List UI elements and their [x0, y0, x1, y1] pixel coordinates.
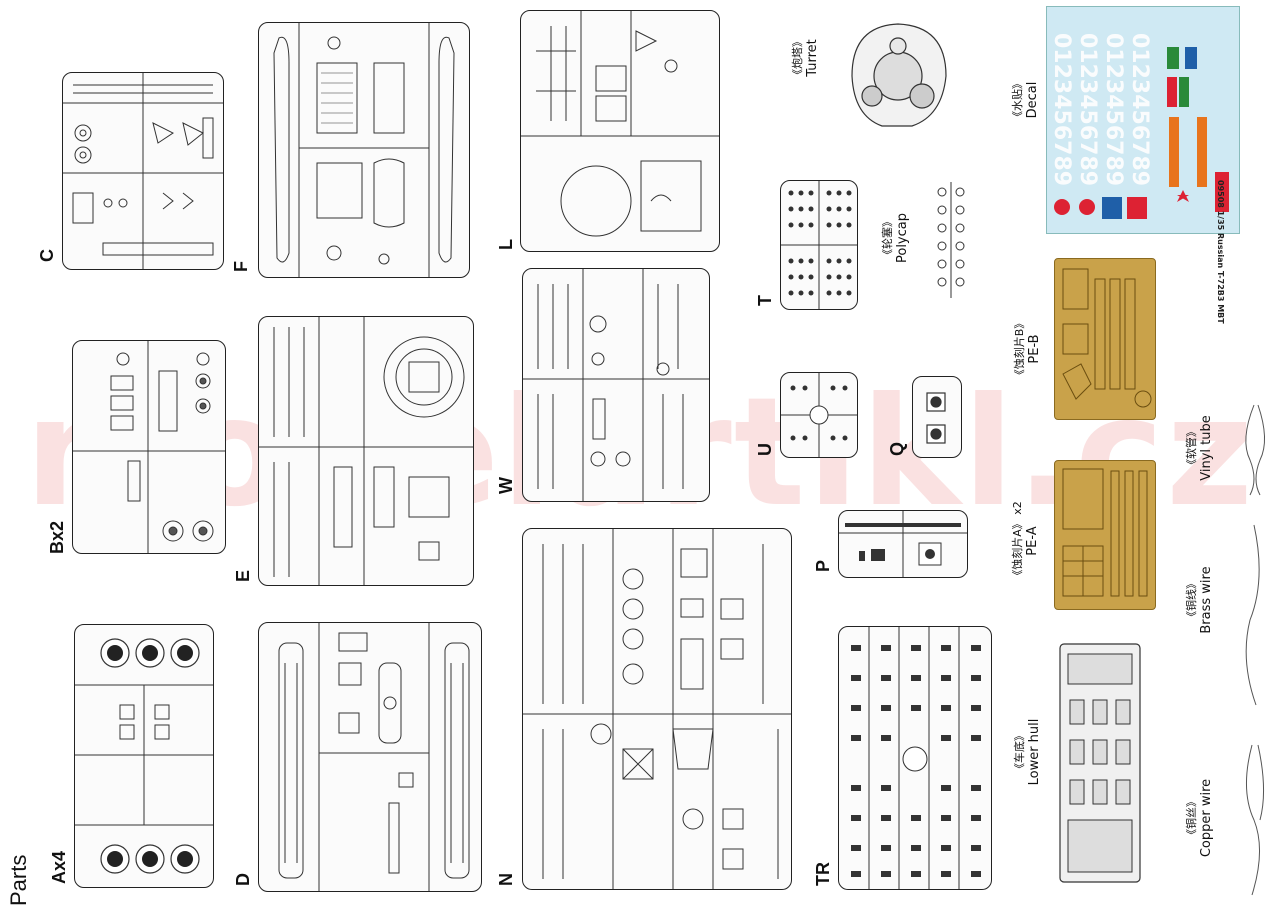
- decal-sheet-art: 0123456789 0123456789 0123456789 0123456…: [1049, 33, 1229, 219]
- pe-a-caption-en: PE-A: [1025, 526, 1040, 556]
- sprue-n-parts: [523, 529, 791, 889]
- svg-text:0123456789: 0123456789: [1049, 33, 1074, 186]
- decal-caption-en: Decal: [1025, 81, 1040, 119]
- sprue-f-parts: [273, 23, 455, 277]
- sprue-label-u: U: [755, 443, 775, 456]
- decal-caption: 《水贴》 Decal: [1010, 60, 1040, 140]
- sprue-n: [522, 528, 792, 890]
- sprue-label-n: N: [496, 873, 516, 886]
- sprue-label-p: P: [813, 559, 833, 572]
- sprue-label-c: C: [37, 249, 57, 262]
- pe-a-caption: 《蚀刻片A》 x2 PE-A: [1010, 486, 1040, 596]
- decal-sheet-text: 09508 1/35 Russian T-72B3 MBT: [1216, 180, 1225, 324]
- sprue-b: [72, 340, 226, 554]
- sprue-b-parts: [73, 341, 225, 553]
- lower-hull-caption-zh: 《车底》: [1013, 730, 1026, 774]
- sprue-label-t: T: [755, 295, 775, 306]
- sprue-p: [838, 510, 968, 578]
- sprue-e-parts: [259, 317, 473, 585]
- polycap-caption: 《轮塞》 Polycap: [880, 198, 910, 278]
- pe-b-fret: [1054, 258, 1156, 420]
- pe-a-fret-art: [1062, 468, 1148, 597]
- sprue-label-d: D: [233, 873, 253, 886]
- lower-hull-caption-en: Lower hull: [1027, 718, 1042, 786]
- copper-caption-zh: 《铜丝》: [1185, 796, 1198, 840]
- vinyl-caption-zh: 《软管》: [1185, 426, 1198, 470]
- sprue-label-l: L: [496, 239, 516, 250]
- sprue-w-parts: [523, 269, 709, 501]
- vinyl-caption-en: Vinyl tube: [1199, 415, 1214, 481]
- sprue-p-parts: [839, 511, 967, 577]
- vinyl-tube-illustration: [1245, 404, 1265, 496]
- sprue-tr-parts: [851, 627, 981, 889]
- sprue-u: [780, 372, 858, 458]
- brass-caption: 《铜线》 Brass wire: [1184, 550, 1214, 650]
- brass-wire-illustration: [1245, 524, 1260, 706]
- copper-caption-en: Copper wire: [1199, 778, 1214, 858]
- sprue-a-parts: [75, 638, 213, 874]
- sprue-label-f: F: [231, 261, 251, 272]
- vinyl-caption: 《软管》 Vinyl tube: [1184, 398, 1214, 498]
- turret-caption-en: Turret: [805, 39, 820, 77]
- sprue-label-e: E: [233, 569, 253, 582]
- pe-a-qty: x2: [1011, 501, 1024, 515]
- polycap-caption-en: Polycap: [895, 213, 910, 264]
- decal-sheet: 0123456789 0123456789 0123456789 0123456…: [1046, 6, 1240, 234]
- pe-a-caption-zh-text: 《蚀刻片A》: [1011, 518, 1024, 581]
- sprue-l-parts: [521, 11, 719, 237]
- brass-caption-zh: 《铜线》: [1185, 578, 1198, 622]
- pe-b-caption-zh: 《蚀刻片B》: [1013, 317, 1026, 381]
- pe-b-caption-en: PE-B: [1027, 334, 1042, 364]
- pe-b-caption: 《蚀刻片B》 PE-B: [1012, 304, 1042, 394]
- page-title: Parts: [6, 854, 31, 906]
- copper-caption: 《铜丝》 Copper wire: [1184, 768, 1214, 868]
- sprue-c: [62, 72, 224, 270]
- turret-caption: 《炮塔》 Turret: [790, 18, 820, 98]
- svg-text:0123456789: 0123456789: [1075, 33, 1100, 186]
- sprue-t-parts: [781, 181, 857, 309]
- decal-caption-zh: 《水贴》: [1011, 78, 1024, 122]
- sprue-label-q: Q: [887, 441, 907, 456]
- sprue-label-a: Ax4: [49, 850, 69, 884]
- copper-wire-illustration: [1245, 744, 1265, 896]
- polycap-caption-zh: 《轮塞》: [881, 216, 894, 260]
- sprue-c-parts: [63, 73, 223, 269]
- sprue-l: [520, 10, 720, 252]
- svg-text:0123456789: 0123456789: [1101, 33, 1126, 186]
- svg-text:0123456789: 0123456789: [1127, 33, 1152, 186]
- sprue-label-tr: TR: [813, 862, 833, 886]
- sprue-tr: [838, 626, 992, 890]
- sprue-a: [74, 624, 214, 888]
- sprue-q: [912, 376, 962, 458]
- lower-hull-illustration: [1059, 643, 1141, 883]
- sprue-w: [522, 268, 710, 502]
- sprue-u-parts: [781, 373, 857, 457]
- pe-a-caption-zh: 《蚀刻片A》 x2: [1010, 486, 1025, 596]
- sprue-q-parts: [926, 392, 946, 444]
- pe-a-fret: [1054, 460, 1156, 610]
- sprue-d-parts: [278, 623, 470, 891]
- lower-hull-caption: 《车底》 Lower hull: [1012, 702, 1042, 802]
- turret-illustration: [851, 23, 947, 127]
- sprue-label-b: Bx2: [47, 520, 67, 554]
- polycap-illustration: [937, 182, 965, 298]
- sprue-label-w: W: [496, 477, 516, 494]
- sprue-d: [258, 622, 482, 892]
- sprue-f: [258, 22, 470, 278]
- pe-b-fret-art: [1062, 268, 1152, 408]
- sprue-e: [258, 316, 474, 586]
- brass-caption-en: Brass wire: [1199, 566, 1214, 634]
- sprue-t: [780, 180, 858, 310]
- turret-caption-zh: 《炮塔》: [791, 36, 804, 80]
